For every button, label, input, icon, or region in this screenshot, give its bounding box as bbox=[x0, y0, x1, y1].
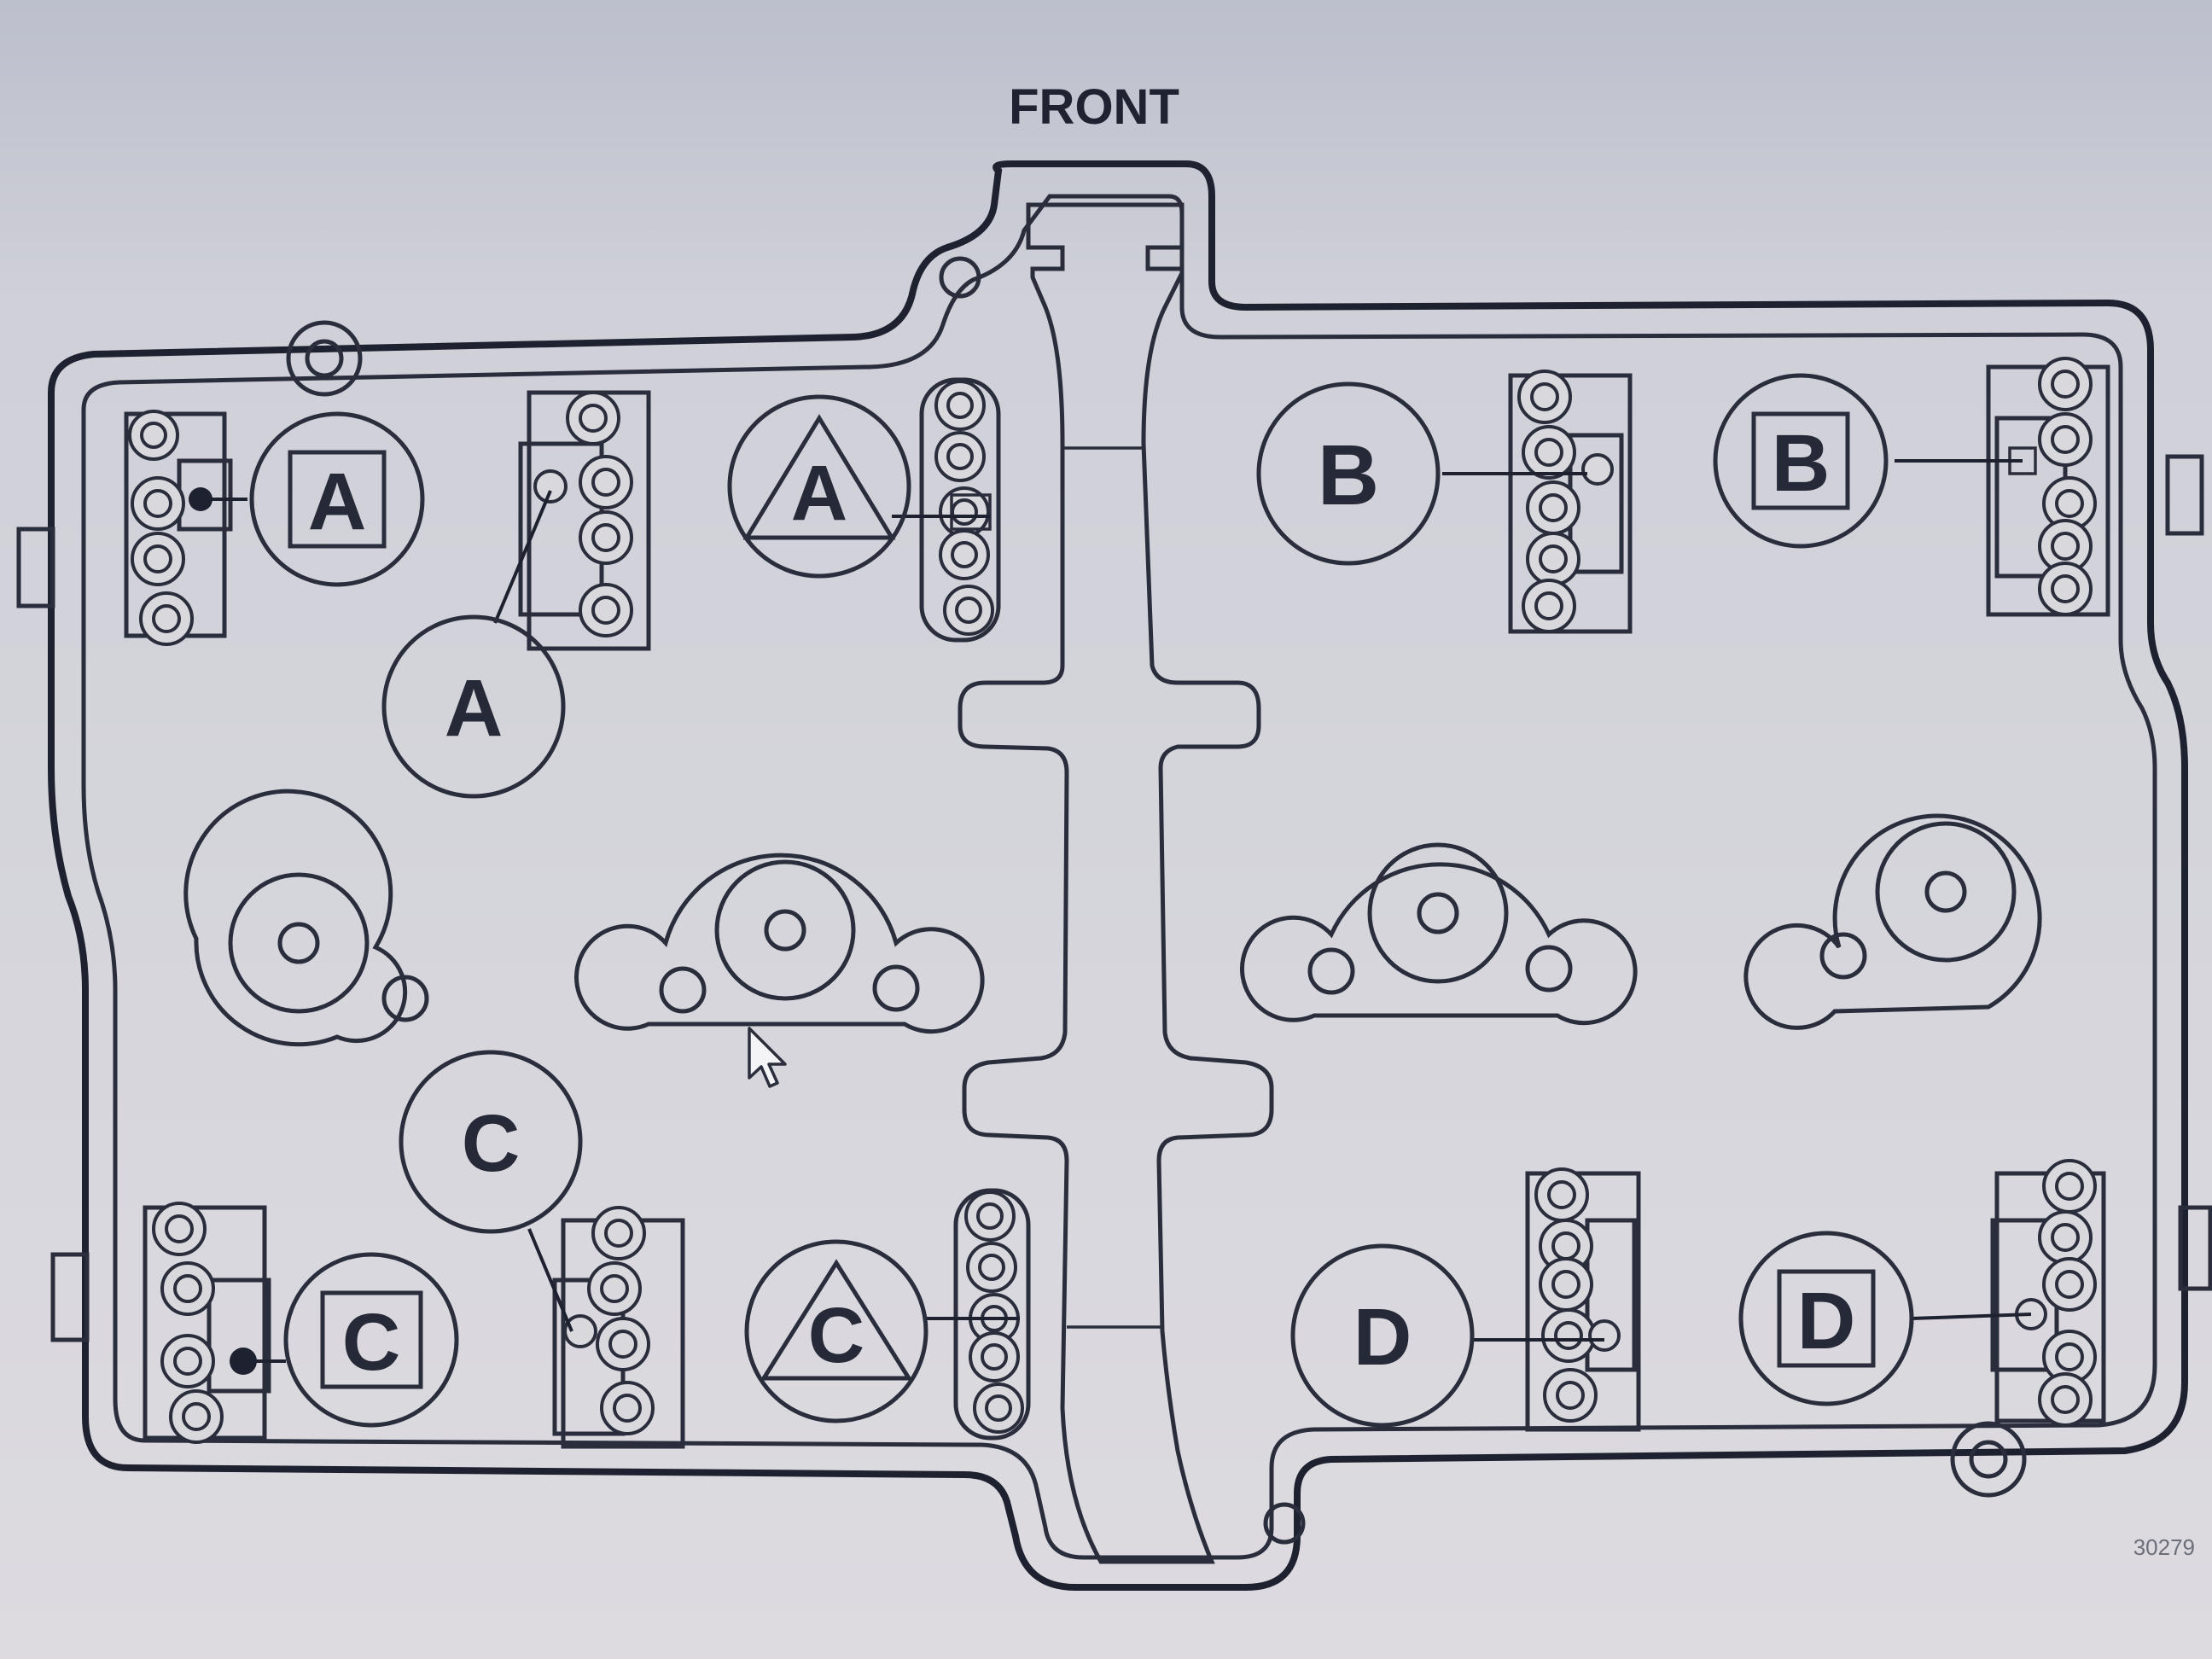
callout-b-square: B bbox=[1713, 373, 1889, 549]
cam-cap-top-1 bbox=[124, 410, 233, 646]
svg-text:C: C bbox=[342, 1297, 401, 1388]
head-outline-inner bbox=[81, 194, 2157, 1560]
cam-cap-top-2 bbox=[518, 390, 651, 651]
svg-text:A: A bbox=[791, 450, 847, 537]
svg-text:C: C bbox=[808, 1292, 864, 1379]
svg-text:C: C bbox=[462, 1098, 521, 1189]
cam-cap-bottom-1 bbox=[143, 1202, 271, 1444]
figure-code: 30279 bbox=[2133, 1534, 2195, 1560]
plug-boss-2 bbox=[574, 853, 985, 1034]
callout-c-plain: C bbox=[399, 1050, 583, 1234]
outline-ears bbox=[16, 256, 2212, 1545]
mouse-pointer-icon bbox=[748, 1027, 787, 1088]
plug-boss-4 bbox=[1743, 813, 2042, 1030]
callout-d-square: D bbox=[1738, 1231, 1914, 1406]
callout-c-triangle: C bbox=[744, 1239, 928, 1423]
cam-cap-top-4 bbox=[1508, 370, 1633, 634]
callout-a-plain: A bbox=[381, 614, 566, 799]
cam-cap-bottom-2 bbox=[552, 1206, 685, 1449]
head-outline-outer bbox=[48, 160, 2188, 1591]
svg-text:A: A bbox=[445, 663, 504, 754]
center-spine bbox=[958, 202, 1274, 1564]
leader-lines bbox=[205, 459, 2032, 1363]
cam-cap-bottom-4 bbox=[1525, 1167, 1641, 1432]
svg-text:A: A bbox=[308, 457, 367, 547]
cam-cap-bottom-5 bbox=[1990, 1159, 2106, 1427]
cam-cap-top-5 bbox=[1986, 357, 2110, 617]
callout-a-triangle: A bbox=[727, 394, 911, 579]
callout-d-plain: D bbox=[1290, 1243, 1475, 1428]
cam-cap-top-3 bbox=[919, 377, 1001, 643]
callout-a-square: A bbox=[249, 411, 425, 587]
svg-text:B: B bbox=[1318, 428, 1379, 523]
callout-b-plain: B bbox=[1256, 381, 1441, 566]
svg-text:B: B bbox=[1772, 418, 1831, 509]
svg-text:D: D bbox=[1353, 1292, 1412, 1382]
front-label: FRONT bbox=[1009, 79, 1179, 135]
callout-c-square: C bbox=[283, 1252, 459, 1428]
svg-text:D: D bbox=[1797, 1276, 1856, 1366]
plug-boss-3 bbox=[1240, 842, 1638, 1026]
plug-boss-1 bbox=[183, 789, 429, 1047]
